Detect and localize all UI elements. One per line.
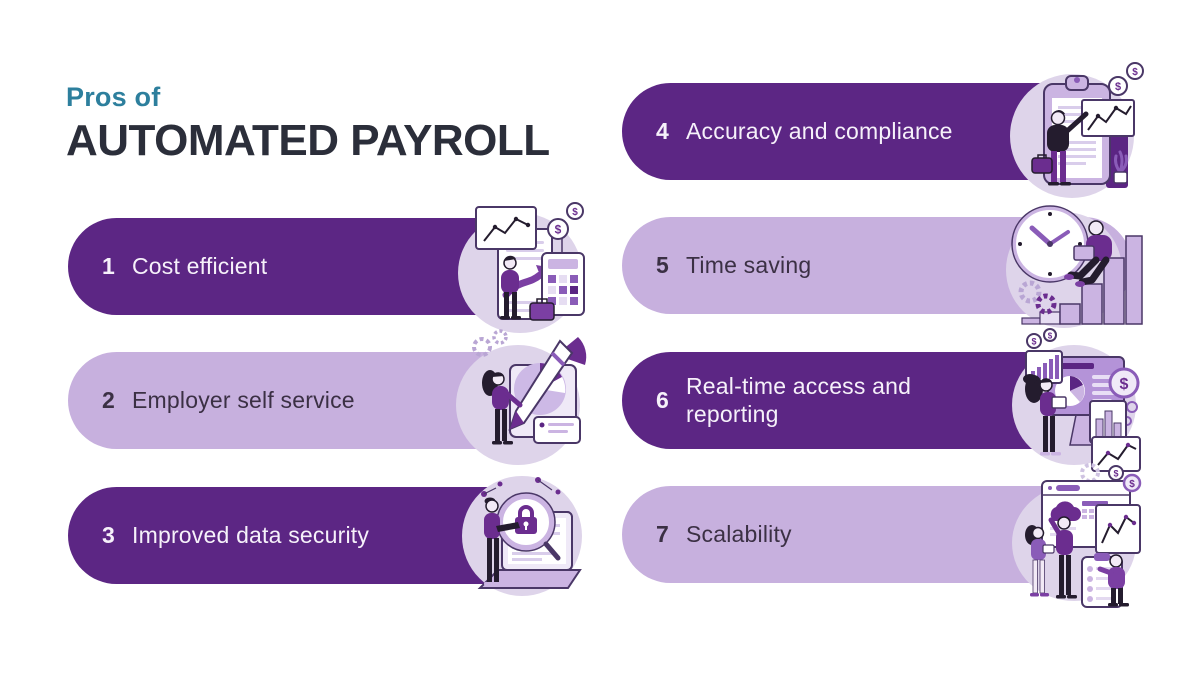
data-security-illustration <box>440 460 590 610</box>
item-number: 2 <box>102 387 115 413</box>
cost-efficient-illustration: $ $ <box>440 191 590 341</box>
item-number: 1 <box>102 253 115 279</box>
item-label: Real-time access and reporting <box>686 373 912 427</box>
dollar-coin-icon: $ <box>1129 479 1135 490</box>
dollar-coin-icon: $ <box>1031 337 1036 347</box>
dollar-coin-icon: $ <box>1048 332 1053 341</box>
realtime-reporting-illustration: $ $ $ <box>994 325 1144 475</box>
dollar-coin-icon: $ <box>1120 376 1129 393</box>
pill-cost-efficient: 1 Cost efficient $ <box>68 202 585 333</box>
pill-realtime-access-reporting: 6 Real-time access and reporting $ $ <box>622 328 1141 472</box>
dollar-coin-icon: $ <box>1113 469 1118 479</box>
title-block: Pros of AUTOMATED PAYROLL <box>66 82 550 166</box>
dollar-coin-icon: $ <box>572 207 578 218</box>
time-saving-illustration <box>994 190 1144 340</box>
pencil-pie-chart-icon <box>456 329 587 465</box>
dollar-coin-icon: $ <box>1132 67 1138 78</box>
item-number: 6 <box>656 387 669 413</box>
accuracy-compliance-illustration: $ $ <box>994 56 1144 206</box>
team-growth-icon: $ $ <box>1012 463 1142 608</box>
dashboard-charts-icon: $ $ $ <box>1012 328 1141 472</box>
title-eyebrow: Pros of <box>66 82 161 112</box>
item-number: 7 <box>656 521 669 547</box>
pill-improved-data-security: 3 Improved data security <box>68 476 582 596</box>
clipboard-report-icon: $ $ <box>1010 62 1144 198</box>
item-label: Scalability <box>686 520 792 547</box>
pill-accuracy-and-compliance: 4 Accuracy and compliance $ $ <box>622 62 1144 198</box>
item-label: Improved data security <box>132 521 370 548</box>
pill-employer-self-service: 2 Employer self service <box>68 329 587 465</box>
padlock-magnifier-icon <box>462 476 582 596</box>
clock-steps-icon <box>1006 205 1143 328</box>
item-number: 5 <box>656 252 669 278</box>
item-number: 4 <box>656 118 669 144</box>
calculator-chart-icon: $ $ <box>458 202 585 333</box>
page-title: AUTOMATED PAYROLL <box>66 116 550 165</box>
dollar-coin-icon: $ <box>555 223 562 237</box>
scalability-illustration: $ $ <box>994 459 1144 609</box>
pill-scalability: 7 Scalability $ $ <box>622 463 1142 608</box>
item-label: Time saving <box>686 251 812 278</box>
item-label: Cost efficient <box>132 252 268 279</box>
dollar-coin-icon: $ <box>1115 81 1121 93</box>
item-label: Accuracy and compliance <box>686 117 953 144</box>
item-label: Employer self service <box>132 386 355 413</box>
pill-time-saving: 5 Time saving <box>622 205 1143 328</box>
item-number: 3 <box>102 522 115 548</box>
self-service-illustration <box>440 325 590 475</box>
